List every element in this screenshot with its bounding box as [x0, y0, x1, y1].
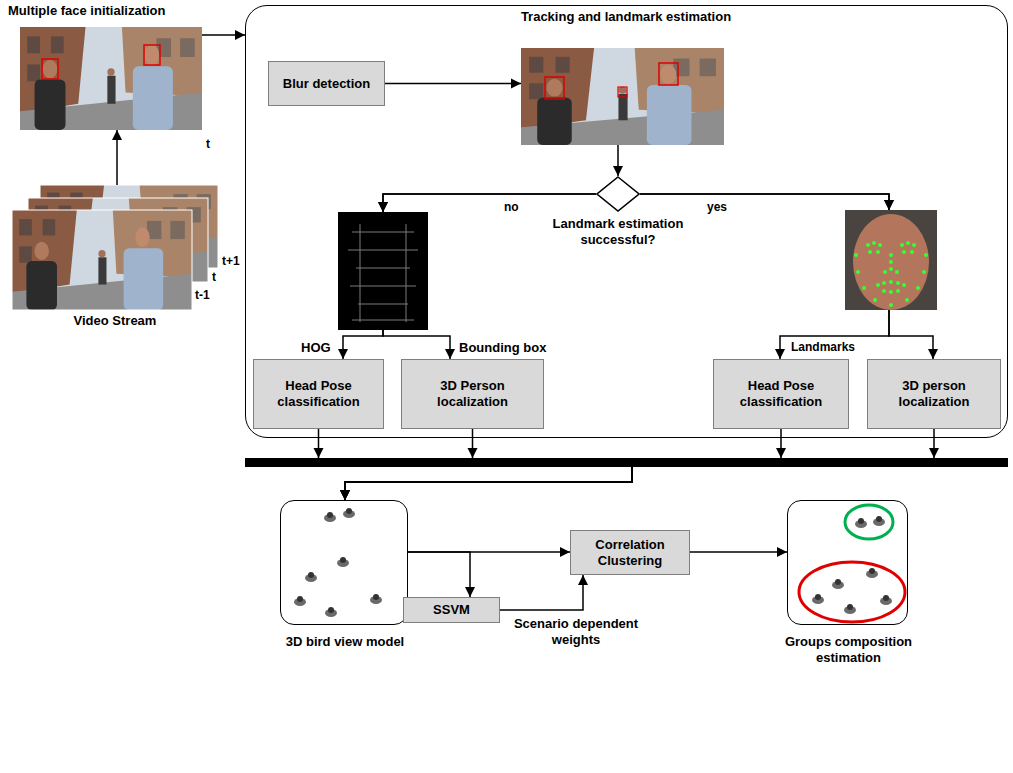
face-box	[659, 63, 678, 85]
connector	[690, 551, 787, 553]
bird-view-panel: 3D bird view model	[280, 500, 408, 625]
video-frame	[20, 27, 202, 130]
text-label: t-1	[194, 288, 211, 302]
person-marker	[294, 596, 306, 606]
person-marker	[325, 607, 337, 617]
person-marker	[370, 594, 382, 604]
node-label: 3D person localization	[871, 378, 997, 409]
face-box	[42, 59, 58, 79]
text-label: yes	[706, 200, 728, 214]
process-box: Correlation Clustering	[570, 530, 690, 575]
tracking-panel: Tracking and landmark estimationBlur det…	[245, 5, 1008, 438]
person-marker	[324, 512, 336, 522]
arrowhead	[884, 200, 894, 210]
hog-image	[338, 212, 428, 330]
connector	[345, 429, 934, 500]
face-image	[845, 210, 937, 310]
face	[853, 214, 929, 310]
merge-bar	[245, 458, 1008, 467]
process-box: SSVM	[403, 597, 500, 623]
arrowhead	[378, 202, 388, 212]
video-frame	[12, 210, 192, 310]
diamond-shape	[597, 177, 639, 211]
process-box: Head Pose classification	[713, 359, 849, 429]
process-box: 3D Person localization	[401, 359, 544, 429]
node-label: Landmark estimation successful?	[538, 216, 698, 247]
connector	[385, 84, 618, 177]
arrowhead	[929, 448, 939, 458]
process-box: Head Pose classification	[253, 359, 384, 429]
decision-diamond: Landmark estimation successful?	[596, 176, 640, 212]
person-marker	[337, 557, 349, 567]
connector	[345, 429, 632, 500]
arrowhead	[884, 200, 894, 210]
person-marker	[855, 518, 867, 528]
video-frame-node: Multiple face initialization	[20, 27, 202, 130]
person-marker	[343, 508, 355, 518]
node-label: Blur detection	[272, 76, 381, 92]
node-label: Multiple face initialization	[8, 3, 238, 19]
groups-panel: Groups composition estimation	[787, 500, 908, 625]
edge-label: HOG	[300, 340, 332, 356]
person-marker	[866, 568, 878, 578]
person-marker	[873, 516, 885, 526]
text-label: no	[503, 200, 520, 214]
connector	[500, 575, 583, 610]
group-circle	[799, 562, 905, 622]
group-circle	[845, 505, 893, 539]
arrowhead	[314, 448, 324, 458]
person-marker	[812, 594, 824, 604]
connector	[408, 552, 470, 597]
node-label: Head Pose classification	[257, 378, 380, 409]
face-box	[545, 77, 564, 99]
process-box: Blur detection	[268, 61, 385, 106]
hog-cells	[348, 224, 418, 322]
person-marker	[305, 572, 317, 582]
face-box	[618, 87, 627, 97]
node-label: Groups composition estimation	[773, 634, 924, 665]
tracked-frame	[521, 48, 724, 145]
edge-label: Bounding box	[458, 340, 547, 356]
edge-label: Scenario dependent weights	[500, 616, 652, 647]
text-label: t	[211, 270, 217, 284]
connector	[640, 194, 933, 359]
person-marker	[880, 595, 892, 605]
node-label: Correlation Clustering	[574, 537, 686, 568]
person-marker	[844, 604, 856, 614]
frame-border	[12, 210, 192, 310]
text-label: t	[205, 137, 211, 151]
node-label: 3D bird view model	[261, 634, 429, 650]
arrowhead	[511, 79, 521, 89]
text-label: t+1	[221, 254, 241, 268]
node-label: SSVM	[407, 602, 496, 618]
face-box	[144, 45, 160, 65]
arrowhead	[776, 448, 786, 458]
text-label: Landmarks	[790, 340, 856, 354]
video-stream-node: Video Stream	[12, 185, 218, 310]
node-label: 3D Person localization	[405, 378, 540, 409]
node-label: Video Stream	[12, 313, 218, 329]
node-label: Tracking and landmark estimation	[246, 9, 1006, 25]
process-box: 3D person localization	[867, 359, 1001, 429]
connector	[319, 429, 633, 500]
connector	[345, 429, 781, 500]
connector	[116, 130, 118, 185]
arrowhead	[468, 448, 478, 458]
arrowhead	[378, 202, 388, 212]
connector	[202, 34, 245, 36]
landmark-dots	[854, 241, 928, 307]
diamond-outline	[596, 176, 640, 212]
node-label: Head Pose classification	[717, 378, 845, 409]
person-marker	[832, 579, 844, 589]
